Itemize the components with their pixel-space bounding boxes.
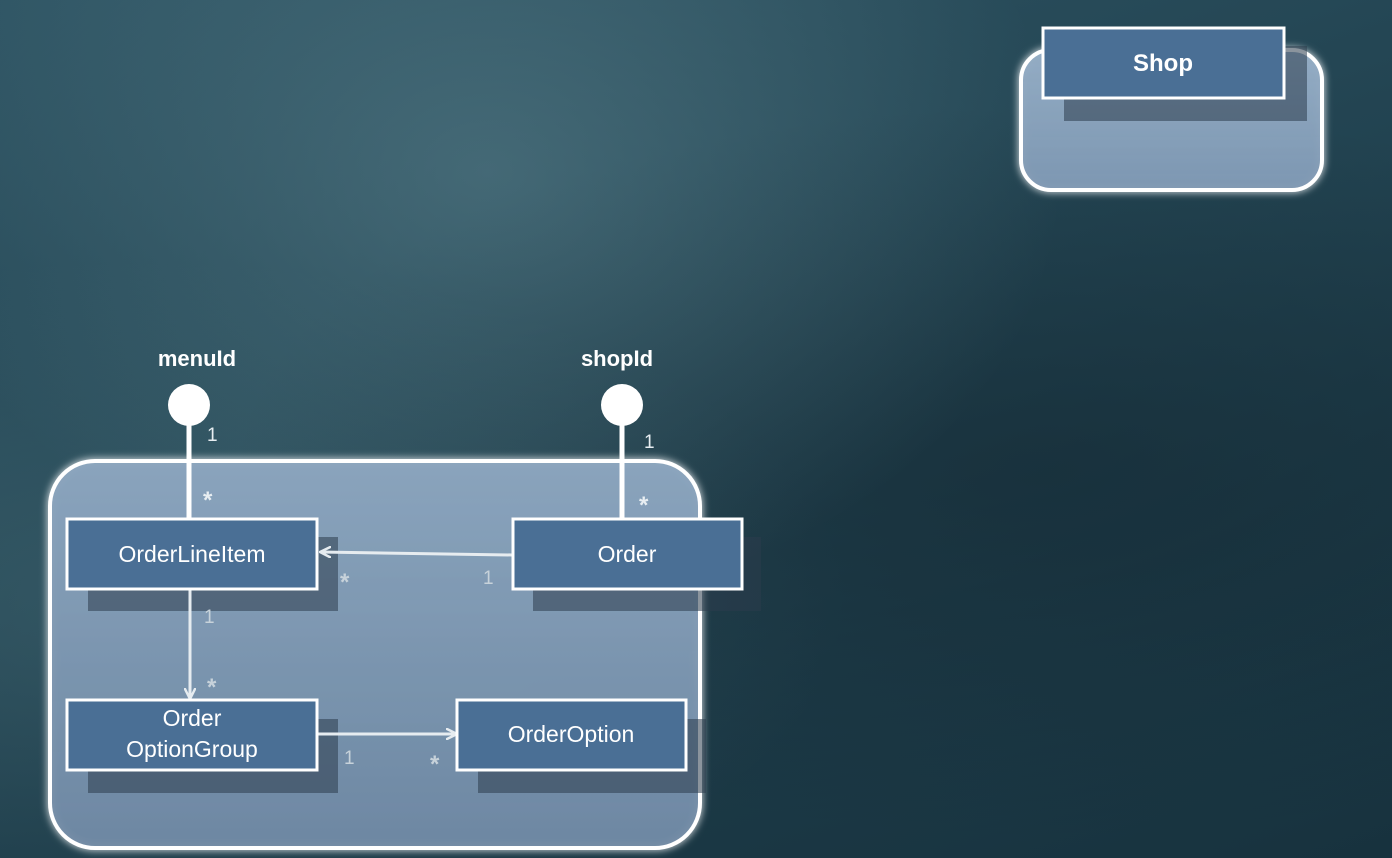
order-option-group-label-line1: Order [163,705,222,731]
order-to-item-target-multiplicity: * [340,569,350,596]
group-to-option-target-multiplicity: * [430,751,440,778]
order-label: Order [598,541,657,567]
shop-title: Shop [1133,50,1193,77]
order-box[interactable] [511,517,744,591]
order-line-item-label: OrderLineItem [118,541,265,567]
menu-id-multiplicity: 1 [207,425,218,446]
group-to-option-source-multiplicity: 1 [344,748,355,769]
shop-id-port: shopId [581,346,653,426]
shop-box[interactable] [1041,26,1286,100]
order-to-item-source-multiplicity: 1 [483,568,494,589]
shop-id-label: shopId [581,346,653,371]
menu-id-item-multiplicity: * [203,487,213,514]
order-option-group-box[interactable] [65,698,319,772]
order-option-label: OrderOption [508,721,635,747]
shop-aggregate: Shop [1019,26,1324,192]
shop-id-multiplicity: 1 [644,432,655,453]
order-line-item-box[interactable] [65,517,319,591]
order-aggregate: OrderLineItem Order Order OptionGroup Or… [48,422,761,850]
order-option-box[interactable] [455,698,688,772]
item-to-group-source-multiplicity: 1 [204,607,215,628]
item-to-group-target-multiplicity: * [207,674,217,701]
order-option-group-label-line2: OptionGroup [126,736,258,762]
order-to-line-item-arrow [321,552,513,555]
shop-id-order-multiplicity: * [639,492,649,519]
menu-id-port: menuId [158,346,236,426]
menu-id-port-circle[interactable] [168,384,210,426]
menu-id-label: menuId [158,346,236,371]
shop-id-port-circle[interactable] [601,384,643,426]
